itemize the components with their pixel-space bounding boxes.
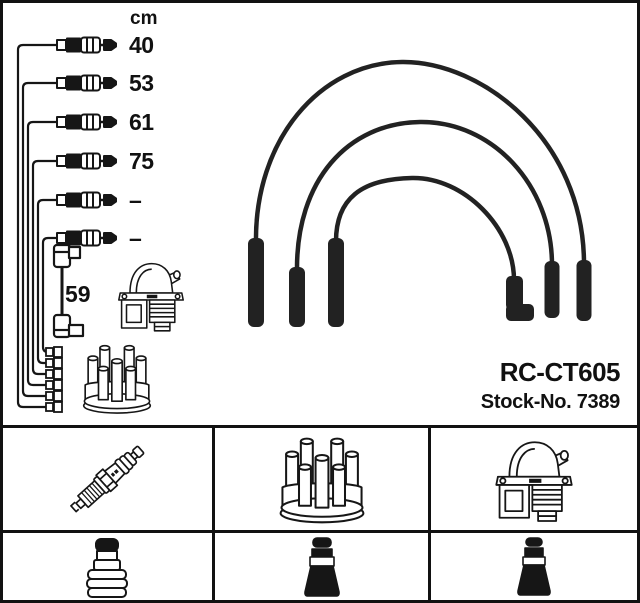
cable-length-6: – [129, 225, 142, 251]
grid-cell-spark-plug [3, 431, 210, 528]
coil-boot-icon [517, 537, 551, 596]
length-unit-header: cm [130, 8, 158, 29]
stock-number: Stock-No. 7389 [480, 391, 621, 413]
cable-end-row-4 [55, 152, 118, 170]
distributor-cap-drawing [82, 344, 152, 414]
cable-kit-line-art [16, 36, 592, 414]
coil-cable-length: 59 [65, 281, 91, 307]
lead-arc-inner [333, 175, 517, 283]
distributor-boot-icon [85, 538, 128, 598]
grid-cell-spark-plug-boot [217, 535, 426, 600]
coil-cable-drawing [52, 243, 85, 339]
grid-cell-distributor-boot [3, 535, 210, 600]
spark-plug-boot-icon [303, 537, 340, 597]
cable-length-2: 53 [129, 70, 154, 96]
grid-divider-vertical-1 [212, 428, 215, 600]
cable-end-row-1 [55, 36, 118, 54]
cable-length-4: 75 [129, 148, 154, 174]
ignition-lead-arcs [253, 59, 587, 283]
grid-cell-ignition-coil [433, 431, 635, 528]
cable-end-row-2 [55, 74, 118, 92]
part-number: RC-CT605 [499, 357, 621, 387]
ignition-coil-drawing [118, 262, 184, 332]
grid-cell-distributor-cap [217, 431, 426, 528]
diagram-area: cm 40 53 61 75 – – 59 RC-CT605 Stock-No.… [3, 3, 637, 425]
cable-end-row-5 [55, 191, 118, 209]
lead-arc-outer [253, 59, 587, 267]
ignition-coil-icon [495, 440, 573, 522]
components-grid [3, 425, 637, 600]
cable-length-3: 61 [129, 109, 154, 135]
grid-cell-coil-boot [433, 535, 635, 600]
lead-arc-middle [294, 119, 555, 274]
grid-divider-horizontal [3, 530, 637, 533]
wire-harness [16, 43, 58, 409]
cable-end-row-6 [55, 229, 118, 247]
cable-length-5: – [129, 187, 142, 213]
cable-end-row-3 [55, 113, 118, 131]
elbow-boot [506, 276, 534, 321]
spark-plug-icon [65, 440, 149, 518]
lead-boots [248, 238, 592, 327]
distributor-cap-icon [279, 437, 364, 523]
grid-divider-vertical-2 [428, 428, 431, 600]
cable-length-1: 40 [129, 32, 154, 58]
distributor-terminal-stack [45, 346, 63, 413]
